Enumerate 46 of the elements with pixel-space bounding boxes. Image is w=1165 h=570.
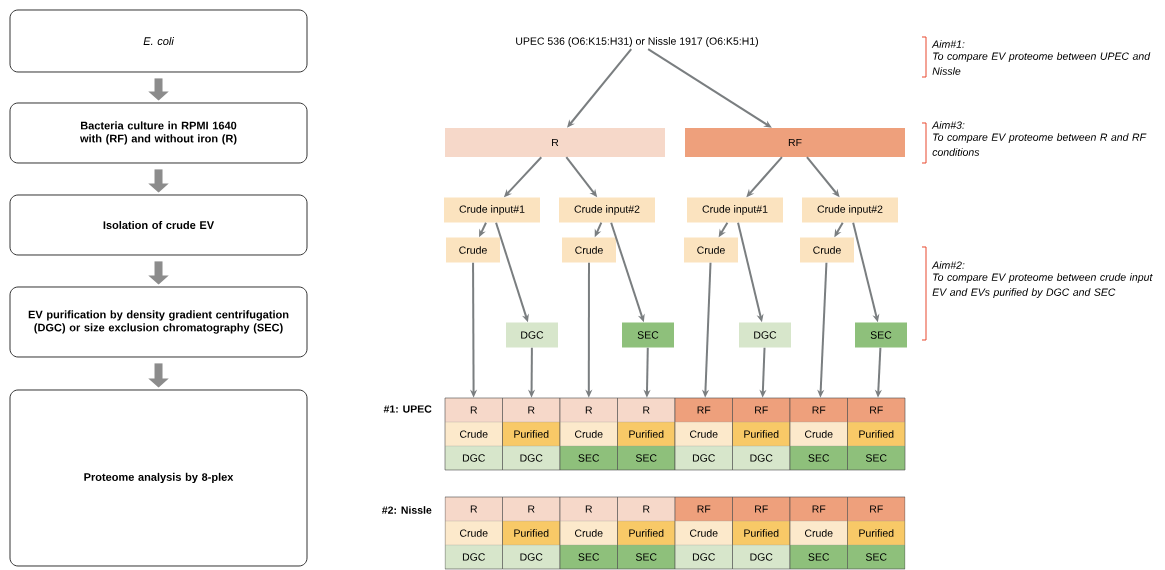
table-column: R Purified DGC <box>502 397 561 471</box>
aim-text: To compare EV proteome between crude input EV and EVs purified by DGC and SEC <box>932 273 1153 298</box>
row-label: #1: UPEC <box>383 405 432 413</box>
sample-box: Crude input#1 <box>687 197 783 223</box>
table-column: RF Crude SEC <box>789 397 848 471</box>
table-column: R Crude DGC <box>444 496 503 570</box>
aim-text: To compare EV proteome between R and RF conditions <box>932 133 1147 156</box>
table-column: RF Crude DGC <box>674 397 733 471</box>
table-column: R Purified DGC <box>502 496 561 570</box>
method-box: DGC <box>739 322 791 348</box>
sample-box: Crude <box>800 237 854 263</box>
sample-box: Crude <box>562 237 616 263</box>
aim-heading: Aim#1: <box>931 40 965 48</box>
table-column: RF Purified SEC <box>847 397 906 471</box>
process-box: Isolation of crude EV <box>9 194 308 256</box>
method-box: DGC <box>506 322 558 348</box>
table-column: R Crude SEC <box>559 397 618 471</box>
table-column: R Purified SEC <box>617 496 676 570</box>
aim-heading: Aim#2: <box>931 261 965 269</box>
table-column: RF Crude SEC <box>789 496 848 570</box>
aim-heading: Aim#3: <box>931 121 965 129</box>
strain-label: UPEC 536 (O6:K15:H31) or Nissle 1917 (O6:K5:H1) <box>516 37 758 47</box>
process-box: Bacteria culture in RPMI 1640 with (RF) and without iron (R) <box>9 102 308 164</box>
process-box: EV purification by density gradient centrifugation (DGC) or size exclusion chromatography (SEC) <box>9 286 308 358</box>
table-column: RF Purified SEC <box>847 496 906 570</box>
process-box: E. coli <box>9 9 308 73</box>
table-column: RF Purified DGC <box>732 397 791 471</box>
sample-box: Crude input#1 <box>444 197 540 223</box>
sample-box: Crude input#2 <box>559 197 655 223</box>
row-label: #2: Nissle <box>382 506 432 514</box>
method-box: SEC <box>855 322 907 348</box>
table-column: RF Purified DGC <box>732 496 791 570</box>
sample-box: Crude input#2 <box>802 197 898 223</box>
table-column: RF Crude DGC <box>674 496 733 570</box>
table-column: R Crude SEC <box>559 496 618 570</box>
arrow <box>567 48 633 128</box>
table-column: R Crude DGC <box>444 397 503 471</box>
condition-band: RF <box>685 128 905 157</box>
method-box: SEC <box>622 322 674 348</box>
sample-box: Crude <box>684 237 738 263</box>
sample-box: Crude <box>446 237 500 263</box>
table-column: R Purified SEC <box>617 397 676 471</box>
aim-text: To compare EV proteome between UPEC and Nissle <box>932 52 1151 75</box>
process-box: Proteome analysis by 8-plex <box>9 389 308 567</box>
arrow <box>647 48 772 128</box>
condition-band: R <box>445 128 665 157</box>
